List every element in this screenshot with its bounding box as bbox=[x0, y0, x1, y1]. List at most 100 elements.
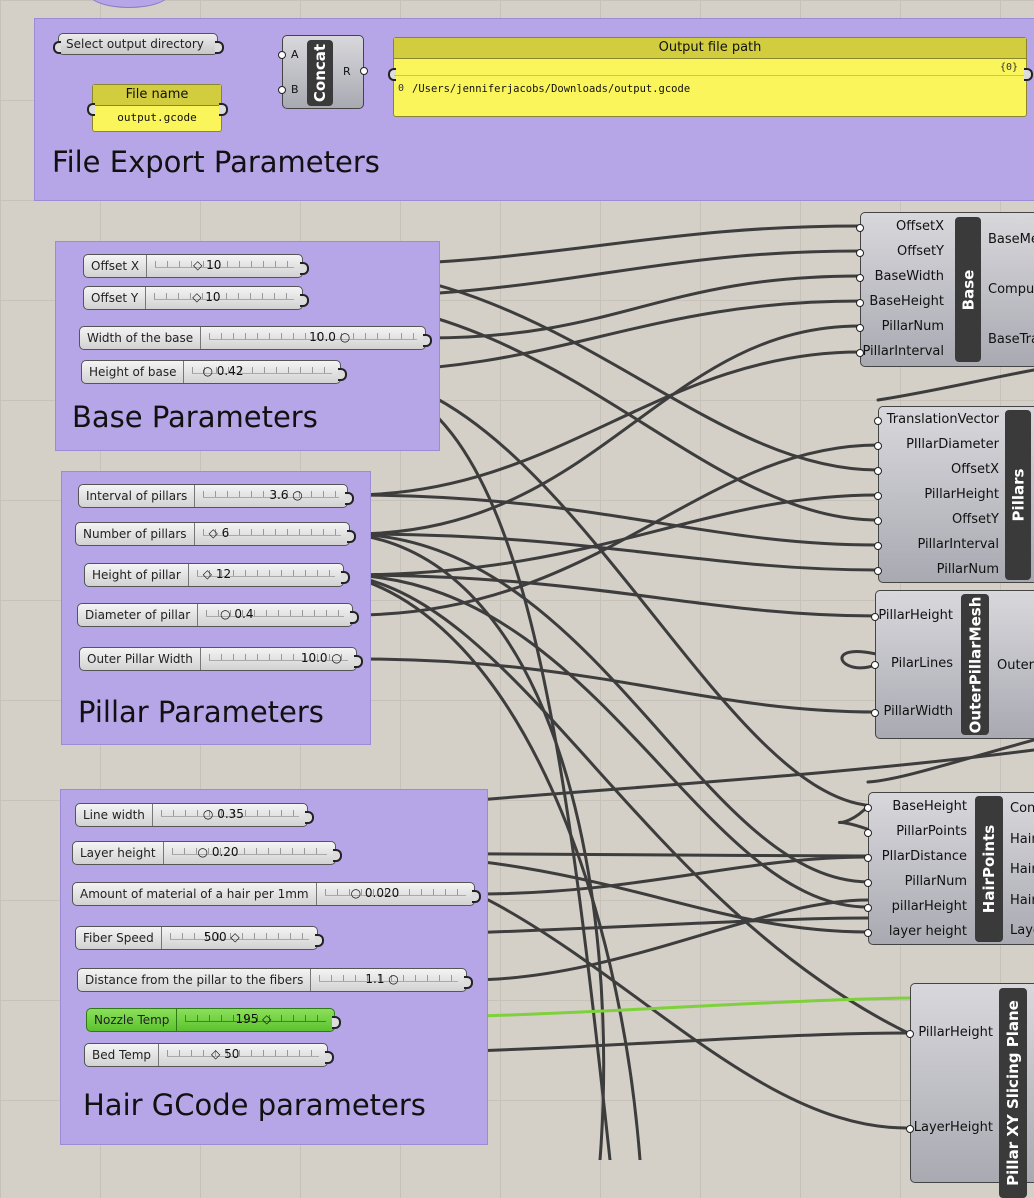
base-component[interactable]: OffsetX OffsetY BaseWidth BaseHeight Pil… bbox=[856, 212, 1034, 367]
slider-value: 10.0 ○ bbox=[300, 651, 342, 665]
hairpoints-input-pillarheight[interactable]: pillarHeight bbox=[891, 899, 967, 914]
output-file-path-panel[interactable]: Output file path {0} 0 /Users/jenniferja… bbox=[388, 37, 1033, 117]
hairpoints-input-pillarpoints[interactable]: PillarPoints bbox=[896, 824, 967, 839]
output-row-index: 0 bbox=[398, 83, 405, 94]
hairpoints-output-4[interactable]: Hair bbox=[1010, 893, 1034, 908]
slider-label: Interval of pillars bbox=[79, 485, 196, 507]
slider-material-per-hair[interactable]: Amount of material of a hair per 1mm ○ 0… bbox=[72, 882, 481, 906]
wire bbox=[474, 855, 870, 896]
concat-input-b[interactable]: B bbox=[291, 83, 299, 96]
base-output-3[interactable]: BaseTra bbox=[988, 332, 1034, 347]
slider-offset-y[interactable]: Offset Y ◇ 10 bbox=[83, 286, 309, 310]
slider-value: 10.0 ○ bbox=[309, 330, 351, 344]
wire bbox=[466, 898, 870, 982]
slider-outer-pillar-width[interactable]: Outer Pillar Width 10.0 ○ bbox=[79, 647, 363, 671]
hairpoints-output-3[interactable]: Hair bbox=[1010, 862, 1034, 877]
pillars-component[interactable]: TranslationVector PIllarDiameter OffsetX… bbox=[874, 406, 1034, 583]
file-name-title: File name bbox=[93, 85, 221, 106]
slider-distance-pillar-fibers[interactable]: Distance from the pillar to the fibers 1… bbox=[77, 968, 473, 992]
outer-mesh-input-pilarlines[interactable]: PilarLines bbox=[891, 656, 953, 671]
slider-value: ◇ 10 bbox=[192, 290, 221, 304]
pillars-input-pillarinterval[interactable]: PillarInterval bbox=[917, 537, 1000, 552]
slider-interval-of-pillars[interactable]: Interval of pillars 3.6 ○ bbox=[78, 484, 354, 508]
wire bbox=[344, 573, 880, 618]
slider-fiber-speed[interactable]: Fiber Speed 500 ◇ bbox=[75, 926, 324, 950]
slider-number-of-pillars[interactable]: Number of pillars ◇ 6 bbox=[75, 522, 356, 546]
concat-component[interactable]: A B Concat R bbox=[278, 35, 368, 109]
slider-label: Number of pillars bbox=[76, 523, 195, 545]
base-input-basewidth[interactable]: BaseWidth bbox=[874, 269, 944, 284]
slider-label: Offset X bbox=[84, 255, 148, 277]
pillars-input-pillardiameter[interactable]: PIllarDiameter bbox=[906, 437, 999, 452]
pillars-name: Pillars bbox=[1005, 410, 1031, 580]
wire bbox=[350, 532, 606, 1160]
select-output-directory-button[interactable]: Select output directory bbox=[53, 33, 224, 55]
wire bbox=[837, 804, 872, 832]
outer-pillar-mesh-component[interactable]: PillarHeight PilarLines PillarWidth Oute… bbox=[871, 590, 1034, 739]
base-output-1[interactable]: BaseMe bbox=[988, 232, 1034, 247]
wire bbox=[344, 573, 908, 1034]
slider-width-of-base[interactable]: Width of the base 10.0 ○ bbox=[79, 326, 432, 350]
hairpoints-input-pillarnum[interactable]: PillarNum bbox=[904, 874, 967, 889]
outer-mesh-input-pillarwidth[interactable]: PillarWidth bbox=[883, 704, 953, 719]
slider-layer-height[interactable]: Layer height ○ 0.20 bbox=[72, 841, 342, 865]
concat-input-a[interactable]: A bbox=[291, 48, 299, 61]
group-title-pillar: Pillar Parameters bbox=[78, 695, 324, 729]
slider-nozzle-temp[interactable]: Nozzle Temp 195 ◇ bbox=[86, 1008, 341, 1032]
concat-output-r[interactable]: R bbox=[343, 65, 351, 78]
hairpoints-output-5[interactable]: Laye bbox=[1010, 923, 1034, 938]
slider-label: Line width bbox=[76, 804, 153, 826]
slider-label: Layer height bbox=[73, 842, 164, 864]
base-input-baseheight[interactable]: BaseHeight bbox=[869, 294, 944, 309]
wire bbox=[866, 738, 1034, 784]
file-name-panel[interactable]: File name output.gcode bbox=[87, 84, 228, 132]
outer-pillar-mesh-name: OuterPillarMesh bbox=[961, 594, 989, 735]
base-output-2[interactable]: Comput bbox=[988, 282, 1034, 297]
hair-points-name: HairPoints bbox=[975, 796, 1003, 942]
hairpoints-input-layerheight[interactable]: layer height bbox=[888, 924, 967, 939]
base-input-offsetx[interactable]: OffsetX bbox=[896, 219, 944, 234]
base-input-pillarnum[interactable]: PillarNum bbox=[881, 319, 944, 334]
slider-bed-temp[interactable]: Bed Temp ◇ 50 bbox=[84, 1043, 334, 1067]
base-input-offsety[interactable]: OffsetY bbox=[897, 244, 944, 259]
base-input-pillarinterval[interactable]: PillarInterval bbox=[862, 344, 945, 359]
hairpoints-input-pllardistance[interactable]: PllarDistance bbox=[881, 849, 967, 864]
group-title-base: Base Parameters bbox=[72, 400, 318, 434]
pillars-input-pillarnum[interactable]: PillarNum bbox=[936, 562, 999, 577]
hairpoints-output-2[interactable]: Hair bbox=[1010, 832, 1034, 847]
hairpoints-output-1[interactable]: Con bbox=[1010, 801, 1034, 816]
base-name: Base bbox=[955, 217, 981, 362]
wire bbox=[840, 650, 882, 670]
slider-value: ◇ 6 bbox=[208, 526, 230, 540]
concat-name: Concat bbox=[307, 40, 333, 106]
slider-diameter-of-pillar[interactable]: Diameter of pillar ○ 0.4 bbox=[77, 603, 359, 627]
slicing-input-pillarheight[interactable]: PillarHeight bbox=[918, 1025, 993, 1040]
hairpoints-input-baseheight[interactable]: BaseHeight bbox=[892, 799, 967, 814]
slider-label: Width of the base bbox=[80, 327, 202, 349]
pillars-input-pillarheight[interactable]: PillarHeight bbox=[924, 487, 999, 502]
slider-value: 3.6 ○ bbox=[269, 488, 303, 502]
hair-points-component[interactable]: BaseHeight PillarPoints PllarDistance Pi… bbox=[864, 792, 1034, 945]
wire bbox=[350, 324, 862, 536]
slicing-plane-component[interactable]: PillarHeight LayerHeight Pillar XY Slici… bbox=[906, 983, 1034, 1198]
slider-label: Height of pillar bbox=[85, 564, 189, 586]
outer-mesh-input-pillarheight[interactable]: PillarHeight bbox=[878, 608, 953, 623]
slider-value: ○ 0.20 bbox=[197, 845, 239, 859]
slider-height-of-pillar[interactable]: Height of pillar ◇ 12 bbox=[84, 563, 350, 587]
pillars-input-translationvector[interactable]: TranslationVector bbox=[886, 412, 999, 427]
pillars-input-offsety[interactable]: OffsetY bbox=[952, 512, 999, 527]
outer-mesh-output[interactable]: OuterI bbox=[997, 658, 1034, 673]
slicing-input-layerheight[interactable]: LayerHeight bbox=[913, 1120, 993, 1135]
wire bbox=[344, 573, 870, 909]
wire bbox=[426, 274, 862, 340]
slider-line-width[interactable]: Line width ○ 0.35 bbox=[75, 803, 314, 827]
wire bbox=[348, 493, 880, 547]
slider-label: Height of base bbox=[82, 361, 185, 383]
slider-label: Diameter of pillar bbox=[78, 604, 199, 626]
slider-value: ◇ 50 bbox=[211, 1047, 240, 1061]
slider-height-of-base[interactable]: Height of base ○ 0.42 bbox=[81, 360, 347, 384]
wire bbox=[876, 368, 1034, 402]
slider-value: 195 ◇ bbox=[235, 1012, 272, 1026]
slider-offset-x[interactable]: Offset X ◇ 10 bbox=[83, 254, 309, 278]
pillars-input-offsetx[interactable]: OffsetX bbox=[951, 462, 999, 477]
